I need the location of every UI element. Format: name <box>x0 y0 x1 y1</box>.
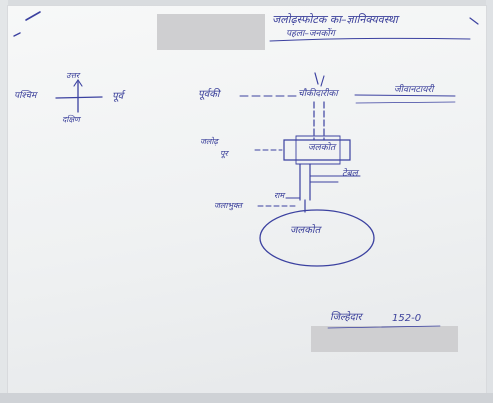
right-mid-label: टेबल <box>342 169 358 179</box>
left-mid-label-2: पूर <box>220 149 228 158</box>
pond-circle <box>259 209 375 267</box>
center-box <box>283 139 351 161</box>
header-title: जलोढ़स्फोटक का–ज्ञानिक्यवस्था <box>272 13 398 26</box>
background-top-edge <box>0 0 493 5</box>
signature-label: जिल्हेदार <box>330 312 362 323</box>
redacted-signature-box <box>311 326 458 352</box>
background-left-edge <box>0 0 8 403</box>
center-box-label: जलकोत <box>308 143 336 153</box>
top-right-label: जीवानटायरी <box>394 85 434 95</box>
stray-mark <box>25 11 41 21</box>
left-mid-label: जलोढ़ <box>200 137 218 146</box>
left-lower-label-2: राम <box>274 191 285 200</box>
compass-horizontal <box>55 96 103 99</box>
top-tick-2 <box>320 75 325 87</box>
compass-west-label: पश्चिम <box>14 91 37 101</box>
background-bottom-edge <box>0 393 493 403</box>
top-left-label: पूर्वकी <box>198 89 220 100</box>
background-right-edge <box>486 0 493 403</box>
compass-arrow <box>73 79 83 87</box>
center-box-inner <box>295 135 341 165</box>
top-tick <box>314 72 319 85</box>
compass-south-label: दक्षिण <box>62 115 80 124</box>
stray-mark-2 <box>13 32 21 37</box>
signature-number: 152-0 <box>392 313 422 324</box>
main-line-right-2 <box>355 101 456 104</box>
compass-north-label: उत्तर <box>66 71 80 80</box>
circle-label: जलकोत <box>290 225 321 236</box>
redacted-header-box <box>157 14 265 50</box>
header-underline <box>269 37 471 42</box>
main-line-right <box>354 94 456 97</box>
stray-mark-3 <box>469 17 479 25</box>
header-subtitle: पहला–जनकोंग <box>286 29 335 39</box>
top-center-label: चौकीदारीका <box>298 89 338 99</box>
compass-east-label: पूर्व <box>112 91 124 102</box>
signature-underline <box>327 325 441 329</box>
left-lower-label: जलाभुक्त <box>214 201 242 210</box>
